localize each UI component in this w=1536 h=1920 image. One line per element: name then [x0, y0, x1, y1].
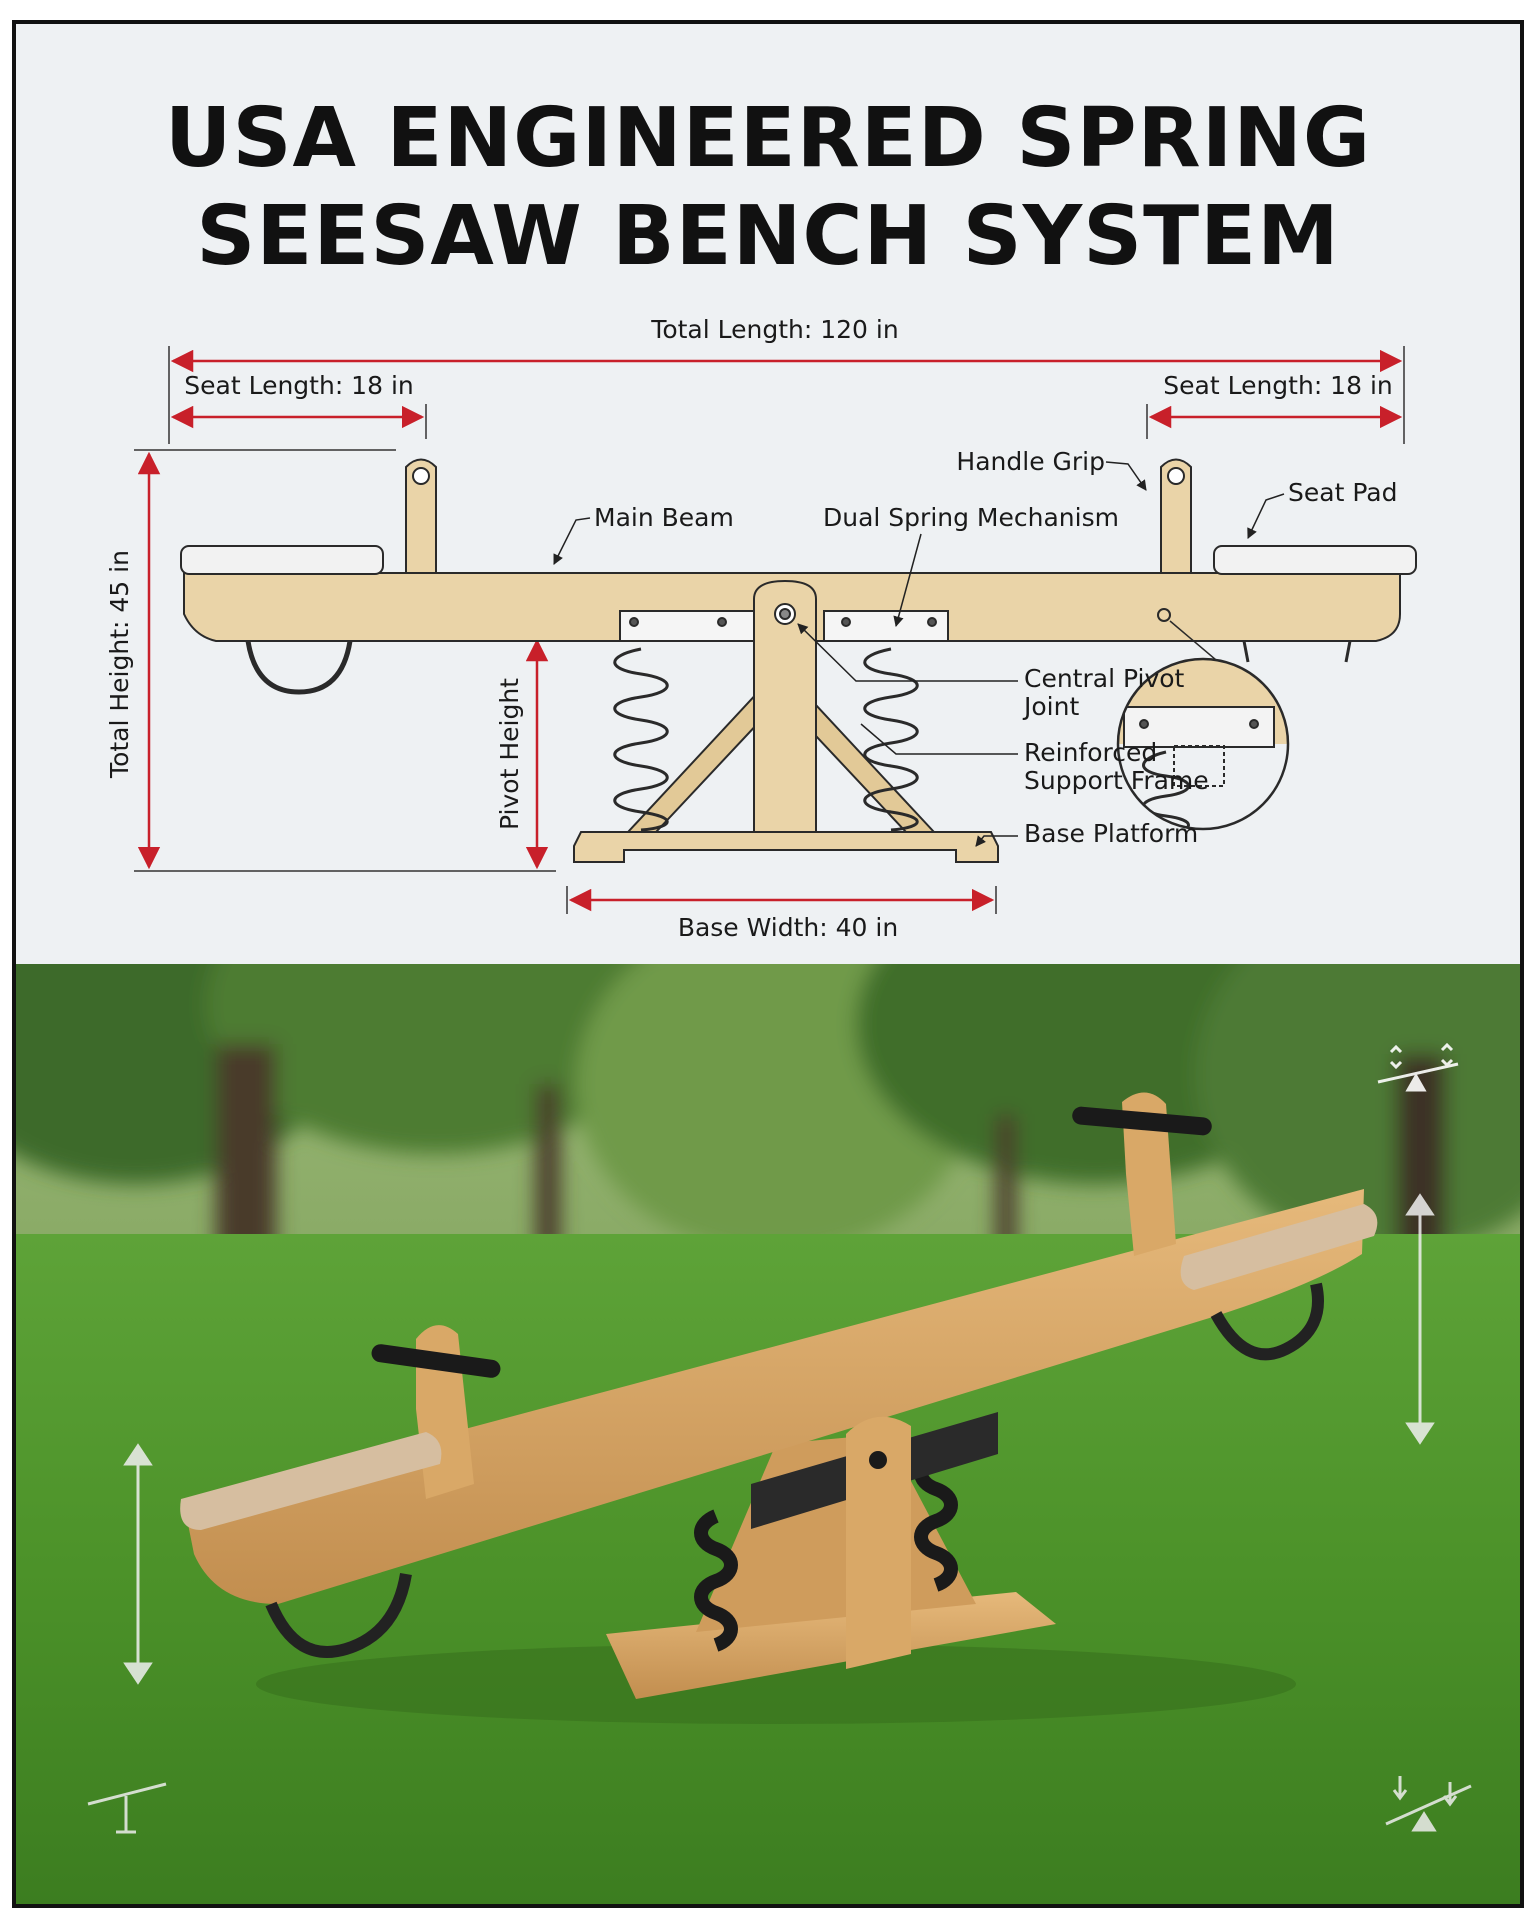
title-line-2: SEESAW BENCH SYSTEM [196, 189, 1340, 284]
central-pivot-label-2: Joint [1022, 692, 1079, 721]
vertical-motion-arrow-icon [123, 1193, 1435, 1685]
pivot-height-dimension: Pivot Height [495, 638, 549, 870]
ground-anchor-icon [87, 1782, 167, 1834]
tilt-balance-icon [1385, 1776, 1472, 1832]
seat-length-right-label: Seat Length: 18 in [1163, 371, 1392, 400]
title-line-1: USA ENGINEERED SPRING [164, 91, 1372, 186]
park-seesaw-photo [16, 964, 1520, 1904]
seesaw-balance-icon [1377, 1042, 1459, 1092]
total-height-dimension: Total Height: 45 in [105, 449, 556, 872]
background-trees [16, 964, 1520, 1304]
seat-length-left-label: Seat Length: 18 in [184, 371, 413, 400]
infographic-frame: USA ENGINEERED SPRING SEESAW BENCH SYSTE… [12, 20, 1524, 1908]
handle-grip-label: Handle Grip [956, 447, 1105, 476]
total-height-label: Total Height: 45 in [105, 550, 134, 779]
seat-pad-label: Seat Pad [1288, 478, 1397, 507]
central-pivot-label-1: Central Pivot [1024, 664, 1185, 693]
pivot-height-label: Pivot Height [495, 678, 524, 830]
base-platform-label: Base Platform [1024, 819, 1198, 848]
support-frame-label-2: Support Frame [1024, 766, 1209, 795]
base-width-dimension: Base Width: 40 in [566, 886, 997, 942]
total-length-dimension: Total Length: 120 in [168, 315, 1405, 444]
page-title: USA ENGINEERED SPRING SEESAW BENCH SYSTE… [16, 90, 1520, 286]
seat-length-left-dimension: Seat Length: 18 in [170, 371, 427, 439]
seesaw-technical-diagram: Total Length: 120 in Seat Length: 18 in … [105, 315, 1417, 942]
callout-leaders [553, 461, 1285, 847]
base-width-label: Base Width: 40 in [678, 913, 898, 942]
seesaw-line-drawing [180, 458, 1417, 863]
total-length-label: Total Length: 120 in [650, 315, 898, 344]
photo-seesaw [180, 1092, 1378, 1699]
seat-length-right-dimension: Seat Length: 18 in [1146, 371, 1403, 439]
dual-spring-label: Dual Spring Mechanism [823, 503, 1119, 532]
main-beam-label: Main Beam [594, 503, 734, 532]
support-frame-label-1: Reinforced [1024, 738, 1157, 767]
